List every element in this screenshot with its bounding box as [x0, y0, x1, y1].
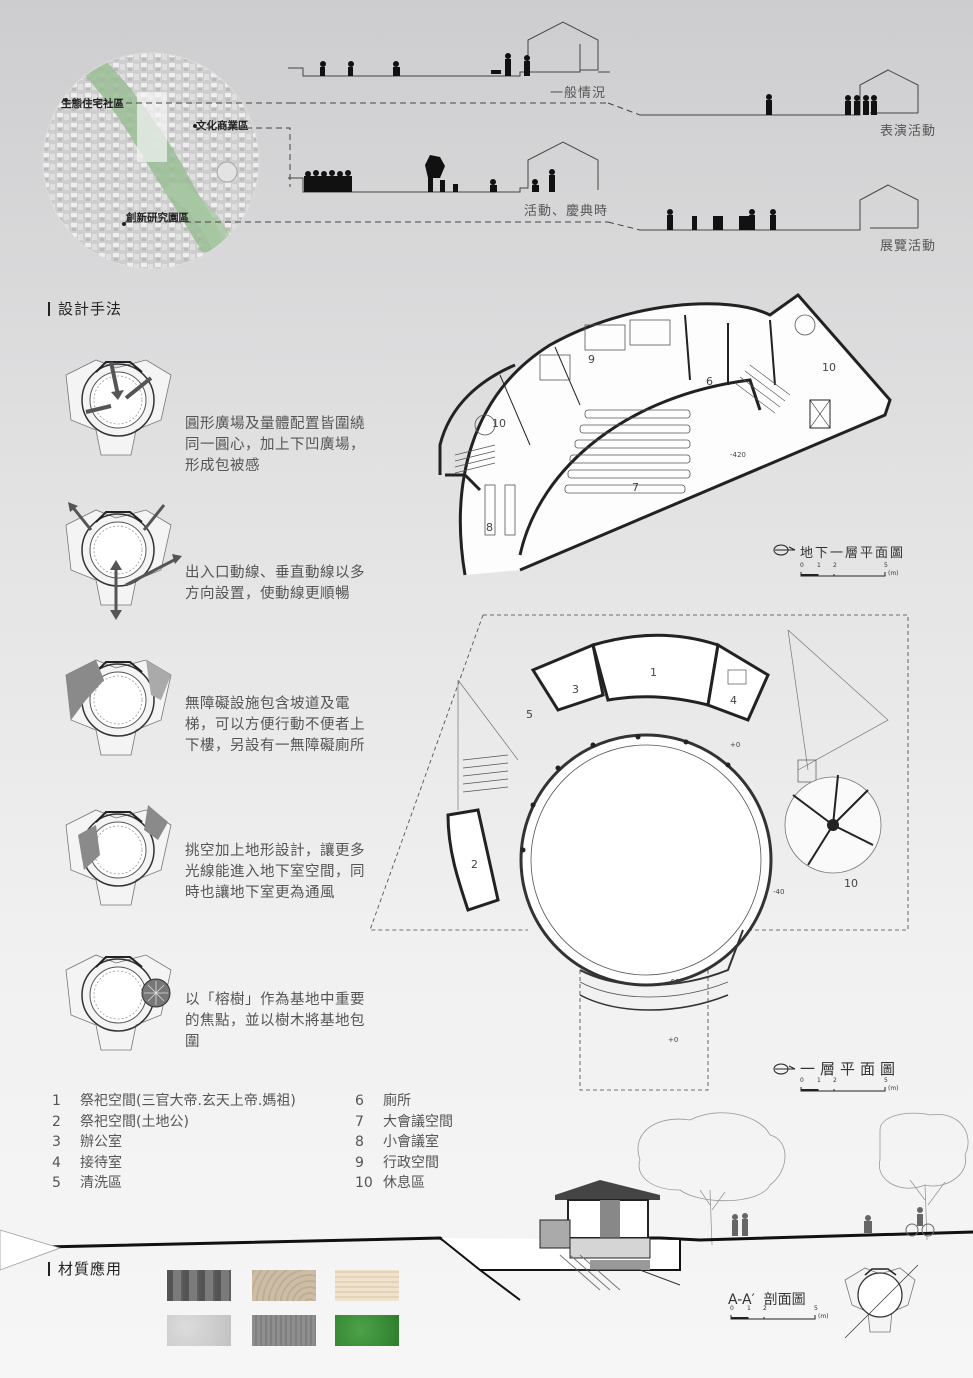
svg-text:-40: -40 [773, 888, 784, 896]
method-text-3: 無障礙設施包含坡道及電梯，可以方便行動不便者上下樓，另設有一無障礙廁所 [185, 696, 365, 754]
g-room-10: 10 [844, 877, 858, 890]
aerial-map-image [42, 52, 260, 270]
g-room-1: 1 [650, 666, 657, 679]
map-label-culture: 文化商業區 [196, 120, 249, 132]
scale-bar-section: 0 1 2 5 (m) [730, 1305, 829, 1320]
compass-icon-ground [773, 1063, 796, 1075]
b-room-6: 6 [706, 375, 713, 388]
b-room-7: 7 [632, 481, 639, 494]
svg-text:-60: -60 [668, 978, 679, 986]
b-room-10a: 10 [822, 361, 836, 374]
conference-seating [564, 409, 691, 494]
scenario-sections [66, 21, 919, 231]
materials-heading: 材質應用 [48, 1258, 122, 1279]
room-3 [530, 642, 605, 712]
g-room-2: 2 [471, 858, 478, 871]
method-text-2: 出入口動線、垂直動線以多方向設置，使動線更順暢 [185, 565, 365, 602]
swatch-roof-tile [167, 1270, 231, 1301]
ground-plan-title: 一層平面圖 [800, 1060, 901, 1078]
method-text-1: 圓形廣場及量體配置皆圍繞同一圓心，加上下凹廣場，形成包被感 [185, 416, 365, 474]
method-text-5: 以「榕樹」作為基地中重要的焦點，並以樹木將基地包圍 [185, 992, 365, 1050]
scenario-label-festival: 活動、慶典時 [524, 204, 609, 219]
basement-floor-plan: 9 10 6 7 8 10 -420 [438, 292, 892, 576]
context-map [42, 52, 260, 270]
g-room-3: 3 [572, 683, 579, 696]
b-room-9: 9 [588, 353, 595, 366]
scenario-label-exhibition: 展覽活動 [880, 239, 937, 254]
g-room-4: 4 [730, 694, 737, 707]
scenario-label-performance: 表演活動 [880, 124, 937, 139]
swatch-grass [335, 1315, 399, 1346]
design-method-heading: 設計手法 [48, 298, 122, 319]
room-4 [706, 642, 770, 722]
swatch-grey-stone [252, 1315, 316, 1346]
ground-floor-plan: 1 3 4 5 2 10 +0 -40 -60 +0 [369, 614, 909, 1091]
method-diagram-2 [65, 502, 182, 620]
swatch-wood-grain [252, 1270, 316, 1301]
room-2 [446, 808, 500, 912]
method-diagram-1 [65, 359, 172, 456]
b-room-10b: 10 [492, 417, 506, 430]
method-text-4: 挑空加上地形設計，讓更多光線能進入地下室空間，同時也讓地下室更為通風 [185, 843, 365, 901]
scenario-label-normal: 一般情況 [550, 86, 607, 101]
scale-bar-basement: 0 1 2 5 (m) [800, 562, 899, 577]
section-building [539, 1180, 681, 1291]
map-label-innovation: 創新研究園區 [126, 212, 189, 224]
section-drawing [0, 1112, 973, 1301]
banyan-tree-icon [784, 774, 882, 874]
method-diagram-5 [65, 954, 172, 1051]
svg-text:+0: +0 [730, 741, 740, 749]
basement-plan-title: 地下一層平面圖 [800, 546, 906, 561]
scale-bar-ground: 0 1 2 5 (m) [800, 1077, 899, 1092]
compass-icon-basement [773, 544, 796, 556]
svg-text:+0: +0 [668, 1036, 678, 1044]
g-room-5: 5 [526, 708, 533, 721]
method-diagram-4 [65, 805, 172, 906]
b-room-8: 8 [486, 521, 493, 534]
swatch-light-wood [335, 1270, 399, 1301]
method-diagrams [65, 359, 182, 1051]
swatch-concrete [167, 1315, 231, 1346]
map-label-eco: 生態住宅社區 [61, 98, 124, 110]
section-title: A-A′ 剖面圖 [728, 1292, 806, 1308]
method-diagram-3 [65, 659, 172, 756]
b-level: -420 [730, 451, 746, 459]
section-key-plan [844, 1264, 919, 1339]
